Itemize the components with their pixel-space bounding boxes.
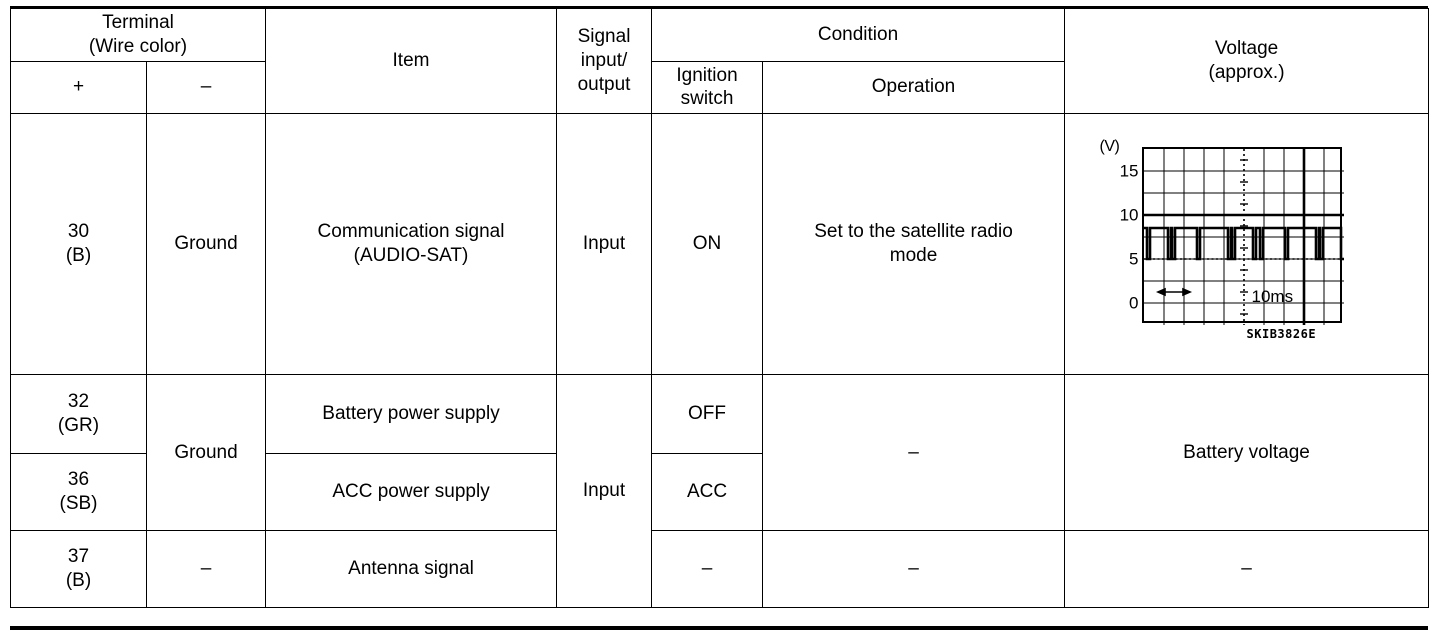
cell-ignition: ACC bbox=[651, 453, 764, 531]
header-ignition-line2: switch bbox=[680, 88, 734, 110]
cell-terminal-minus: Ground bbox=[145, 113, 267, 375]
cell-operation: – bbox=[762, 530, 1066, 608]
table-row: 37 (B) – Antenna signal – – – bbox=[10, 530, 1430, 608]
scope-gridlines bbox=[1143, 148, 1344, 325]
scope-ytick-5: 5 bbox=[1129, 249, 1139, 268]
header-terminal: Terminal (Wire color) bbox=[9, 8, 267, 62]
cell-voltage: Battery voltage bbox=[1064, 374, 1430, 531]
header-voltage-line2: (approx.) bbox=[1208, 62, 1285, 83]
operation-line1: Set to the satellite radio bbox=[814, 221, 1013, 243]
scope-waveform-trace bbox=[1143, 226, 1344, 260]
terminal-spec-table: Terminal (Wire color) Item Signal input/… bbox=[9, 8, 1430, 608]
table-frame-bottom bbox=[10, 626, 1428, 630]
cell-operation: – bbox=[762, 374, 1066, 531]
item-line1: Communication signal bbox=[317, 221, 505, 243]
scope-ytick-15: 15 bbox=[1119, 161, 1139, 180]
terminal-wire-color: (B) bbox=[65, 245, 92, 266]
terminal-wire-color: (GR) bbox=[57, 415, 100, 436]
cell-item: Antenna signal bbox=[265, 530, 558, 608]
cell-ignition: ON bbox=[651, 113, 764, 375]
cell-item: Communication signal (AUDIO-SAT) bbox=[265, 113, 558, 375]
header-item: Item bbox=[265, 8, 558, 114]
header-signal-io: Signal input/ output bbox=[556, 8, 653, 114]
header-ignition-switch: Ignition switch bbox=[651, 60, 764, 114]
cell-voltage: – bbox=[1064, 530, 1430, 608]
terminal-wire-color: (SB) bbox=[59, 493, 98, 514]
operation-line2: mode bbox=[889, 245, 938, 266]
header-row-top: Terminal (Wire color) Item Signal input/… bbox=[9, 8, 1430, 114]
figure-code: SKIB3826E bbox=[1246, 326, 1317, 341]
cell-terminal-minus: Ground bbox=[145, 374, 267, 531]
table-row: 30 (B) Ground Communication signal (AUDI… bbox=[10, 113, 1430, 375]
scope-ytick-0: 0 bbox=[1129, 293, 1139, 312]
terminal-number: 37 bbox=[67, 546, 90, 568]
header-signal-io-line2: input/ bbox=[580, 50, 628, 72]
header-signal-io-line1: Signal bbox=[577, 26, 631, 48]
header-operation: Operation bbox=[762, 60, 1066, 114]
cell-item: ACC power supply bbox=[265, 453, 558, 531]
oscilloscope-figure: (V) 15 10 5 0 bbox=[1097, 137, 1397, 352]
scope-center-ticks bbox=[1239, 158, 1248, 315]
cell-ignition: – bbox=[651, 530, 764, 608]
cell-terminal-plus: 30 (B) bbox=[10, 113, 147, 375]
terminal-number: 36 bbox=[67, 469, 90, 491]
header-terminal-minus: – bbox=[145, 60, 267, 114]
header-condition: Condition bbox=[651, 8, 1066, 62]
header-row-bottom: + – Ignition switch Operation bbox=[10, 60, 1429, 114]
cell-signal-io: Input bbox=[556, 113, 653, 375]
item-line2: (AUDIO-SAT) bbox=[353, 245, 469, 266]
header-terminal-plus: + bbox=[10, 60, 147, 114]
terminal-number: 30 bbox=[67, 221, 90, 243]
scope-time-label: 10ms bbox=[1251, 286, 1294, 306]
header-voltage-line1: Voltage bbox=[1214, 38, 1279, 60]
header-ignition-line1: Ignition bbox=[676, 64, 738, 86]
scope-y-axis-labels: 15 10 5 0 bbox=[1099, 149, 1139, 311]
header-terminal-line1: Terminal bbox=[102, 12, 174, 33]
header-voltage: Voltage (approx.) bbox=[1064, 8, 1430, 114]
cell-terminal-plus: 32 (GR) bbox=[10, 374, 147, 454]
scope-waveform-svg bbox=[1143, 148, 1344, 325]
cell-terminal-plus: 36 (SB) bbox=[10, 453, 147, 531]
cell-signal-io: Input bbox=[556, 374, 653, 608]
header-signal-io-line3: output bbox=[577, 73, 631, 95]
terminal-wire-color: (B) bbox=[65, 570, 92, 591]
header-terminal-line2: (Wire color) bbox=[88, 35, 188, 57]
cell-terminal-minus: – bbox=[145, 530, 267, 608]
cell-item: Battery power supply bbox=[265, 374, 558, 454]
cell-voltage-waveform: (V) 15 10 5 0 bbox=[1064, 113, 1430, 375]
scope-time-marker bbox=[1155, 287, 1192, 296]
table-row: 32 (GR) Ground Battery power supply Inpu… bbox=[10, 374, 1430, 608]
cell-ignition: OFF bbox=[651, 374, 764, 454]
terminal-number: 32 bbox=[67, 391, 90, 413]
scope-ytick-10: 10 bbox=[1119, 205, 1139, 224]
cell-terminal-plus: 37 (B) bbox=[10, 530, 147, 608]
scope-unit-label: (V) bbox=[1099, 137, 1120, 155]
scope-grid: 10ms bbox=[1141, 146, 1344, 325]
cell-operation: Set to the satellite radio mode bbox=[762, 113, 1066, 375]
